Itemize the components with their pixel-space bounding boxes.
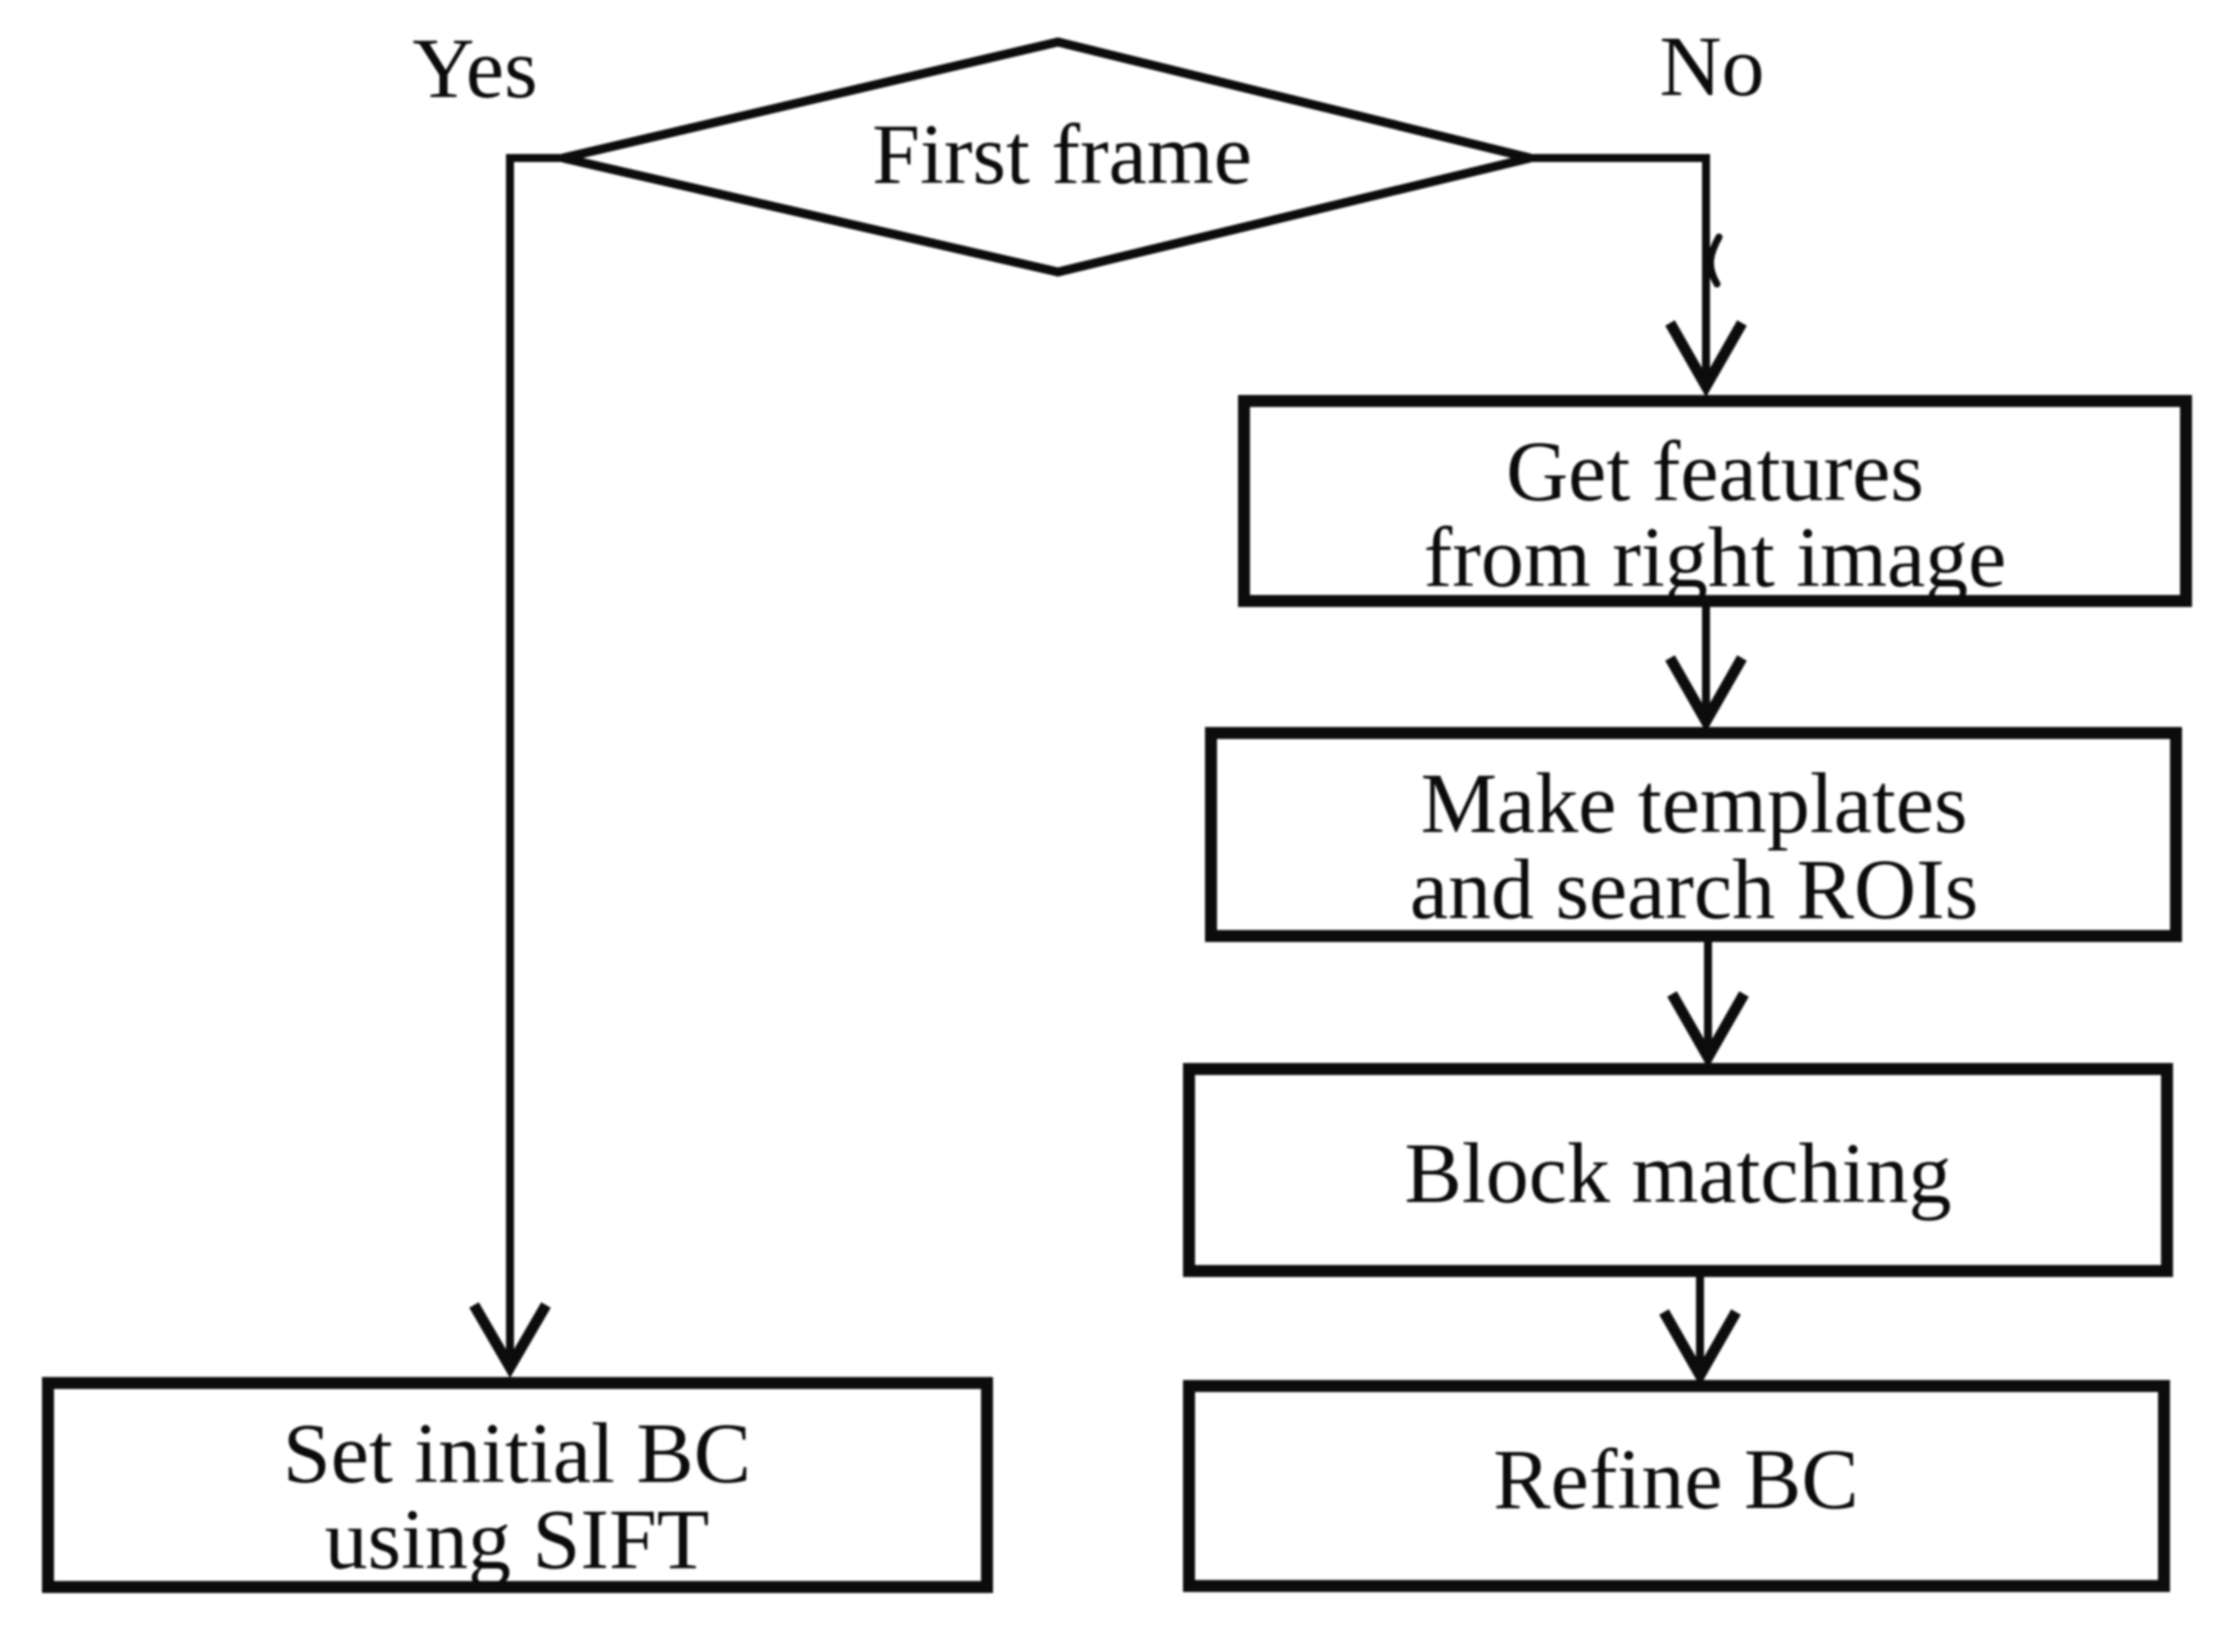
yes-branch-connector-line: [506, 154, 563, 1365]
make-templates-to-block-matching-arrowhead-icon: [1667, 991, 1749, 1069]
get-features-label-line2: from right image: [1424, 509, 2007, 605]
refine-bc-label: Refine BC: [1493, 1431, 1858, 1527]
get-features-to-make-templates-arrowhead-icon: [1665, 655, 1747, 733]
block-matching-box: [1183, 1063, 2173, 1277]
block-matching-label: Block matching: [1405, 1125, 1952, 1221]
make-templates-label-line1: Make templates: [1421, 755, 1968, 851]
no-branch-connector-line: [1530, 154, 1710, 383]
refine-bc-box: [1183, 1380, 2170, 1592]
get-features-label-line1: Get features: [1506, 423, 1924, 519]
block-matching-to-refine-bc-arrowhead-icon: [1659, 1309, 1741, 1387]
decision-diamond-shape: [561, 37, 1532, 277]
scan-artifact-mark: [1707, 233, 1723, 288]
get-features-box: [1238, 395, 2192, 607]
yes-branch-arrowhead-icon: [469, 1302, 551, 1378]
set-initial-bc-label-line1: Set initial BC: [283, 1405, 751, 1501]
set-initial-bc-box: [42, 1377, 993, 1593]
decision-diamond-label: First frame: [872, 106, 1252, 202]
make-templates-label-line2: and search ROIs: [1410, 841, 1978, 937]
no-branch-label: No: [1659, 18, 1764, 114]
no-branch-arrowhead-icon: [1665, 320, 1747, 398]
yes-branch-label: Yes: [412, 20, 537, 116]
make-templates-box: [1205, 727, 2182, 942]
set-initial-bc-label-line2: using SIFT: [325, 1491, 710, 1587]
